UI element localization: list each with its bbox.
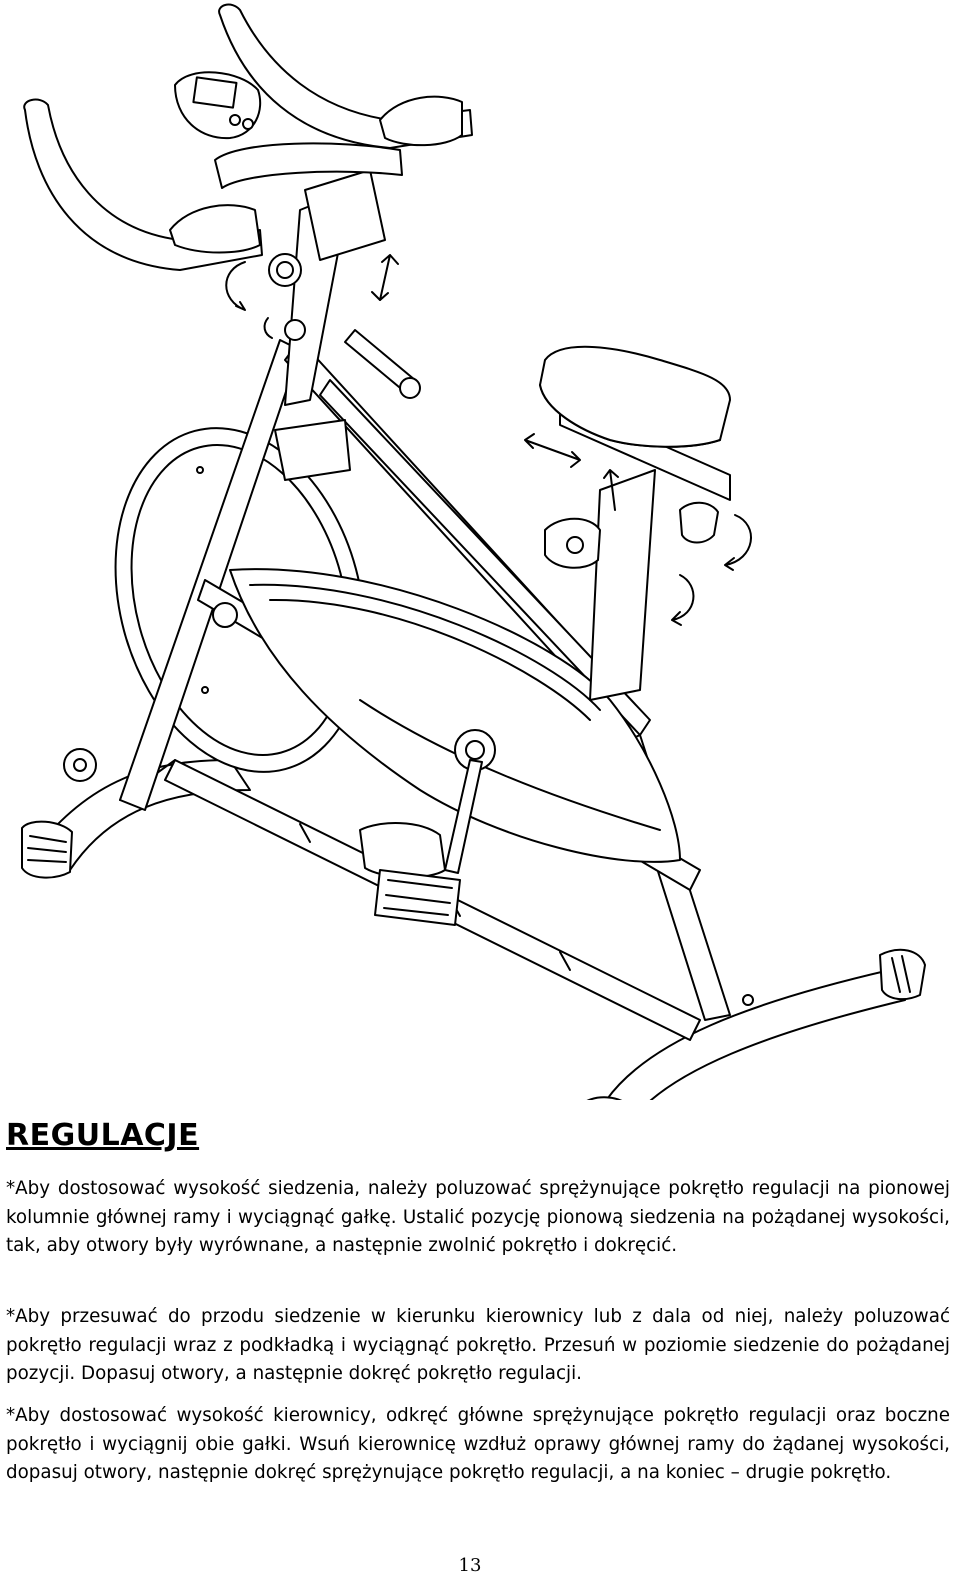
seat-assembly [539, 345, 731, 701]
paragraph-seat-height: *Aby dostosować wysokość siedzenia, nale… [6, 1178, 950, 1256]
crank-and-pedal [359, 729, 496, 926]
adjustment-arrows [225, 254, 752, 626]
front-stabilizer [586, 948, 926, 1100]
paragraph-seat-horizontal: *Aby przesuwać do przodu siedzenie w kie… [6, 1306, 950, 1384]
paragraph-handlebar-height: *Aby dostosować wysokość kierownicy, odk… [6, 1405, 950, 1483]
page-number: 13 [458, 1555, 482, 1576]
exercise-bike-illustration [21, 3, 926, 1100]
section-heading: REGULACJE [6, 1118, 200, 1153]
tension-knob [274, 329, 421, 481]
handlebar-assembly [23, 3, 473, 406]
chain-guard [212, 568, 681, 863]
